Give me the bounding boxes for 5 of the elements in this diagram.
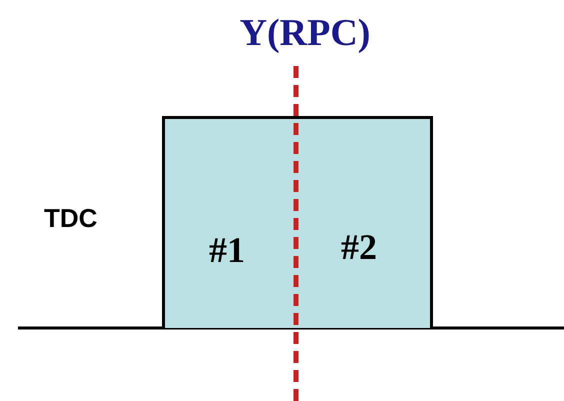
- block-label: #2: [341, 229, 377, 265]
- block-label: #1: [209, 232, 245, 268]
- side-label: TDC: [44, 205, 98, 231]
- axis-label: Y(RPC): [238, 14, 372, 52]
- block-box: [162, 116, 433, 328]
